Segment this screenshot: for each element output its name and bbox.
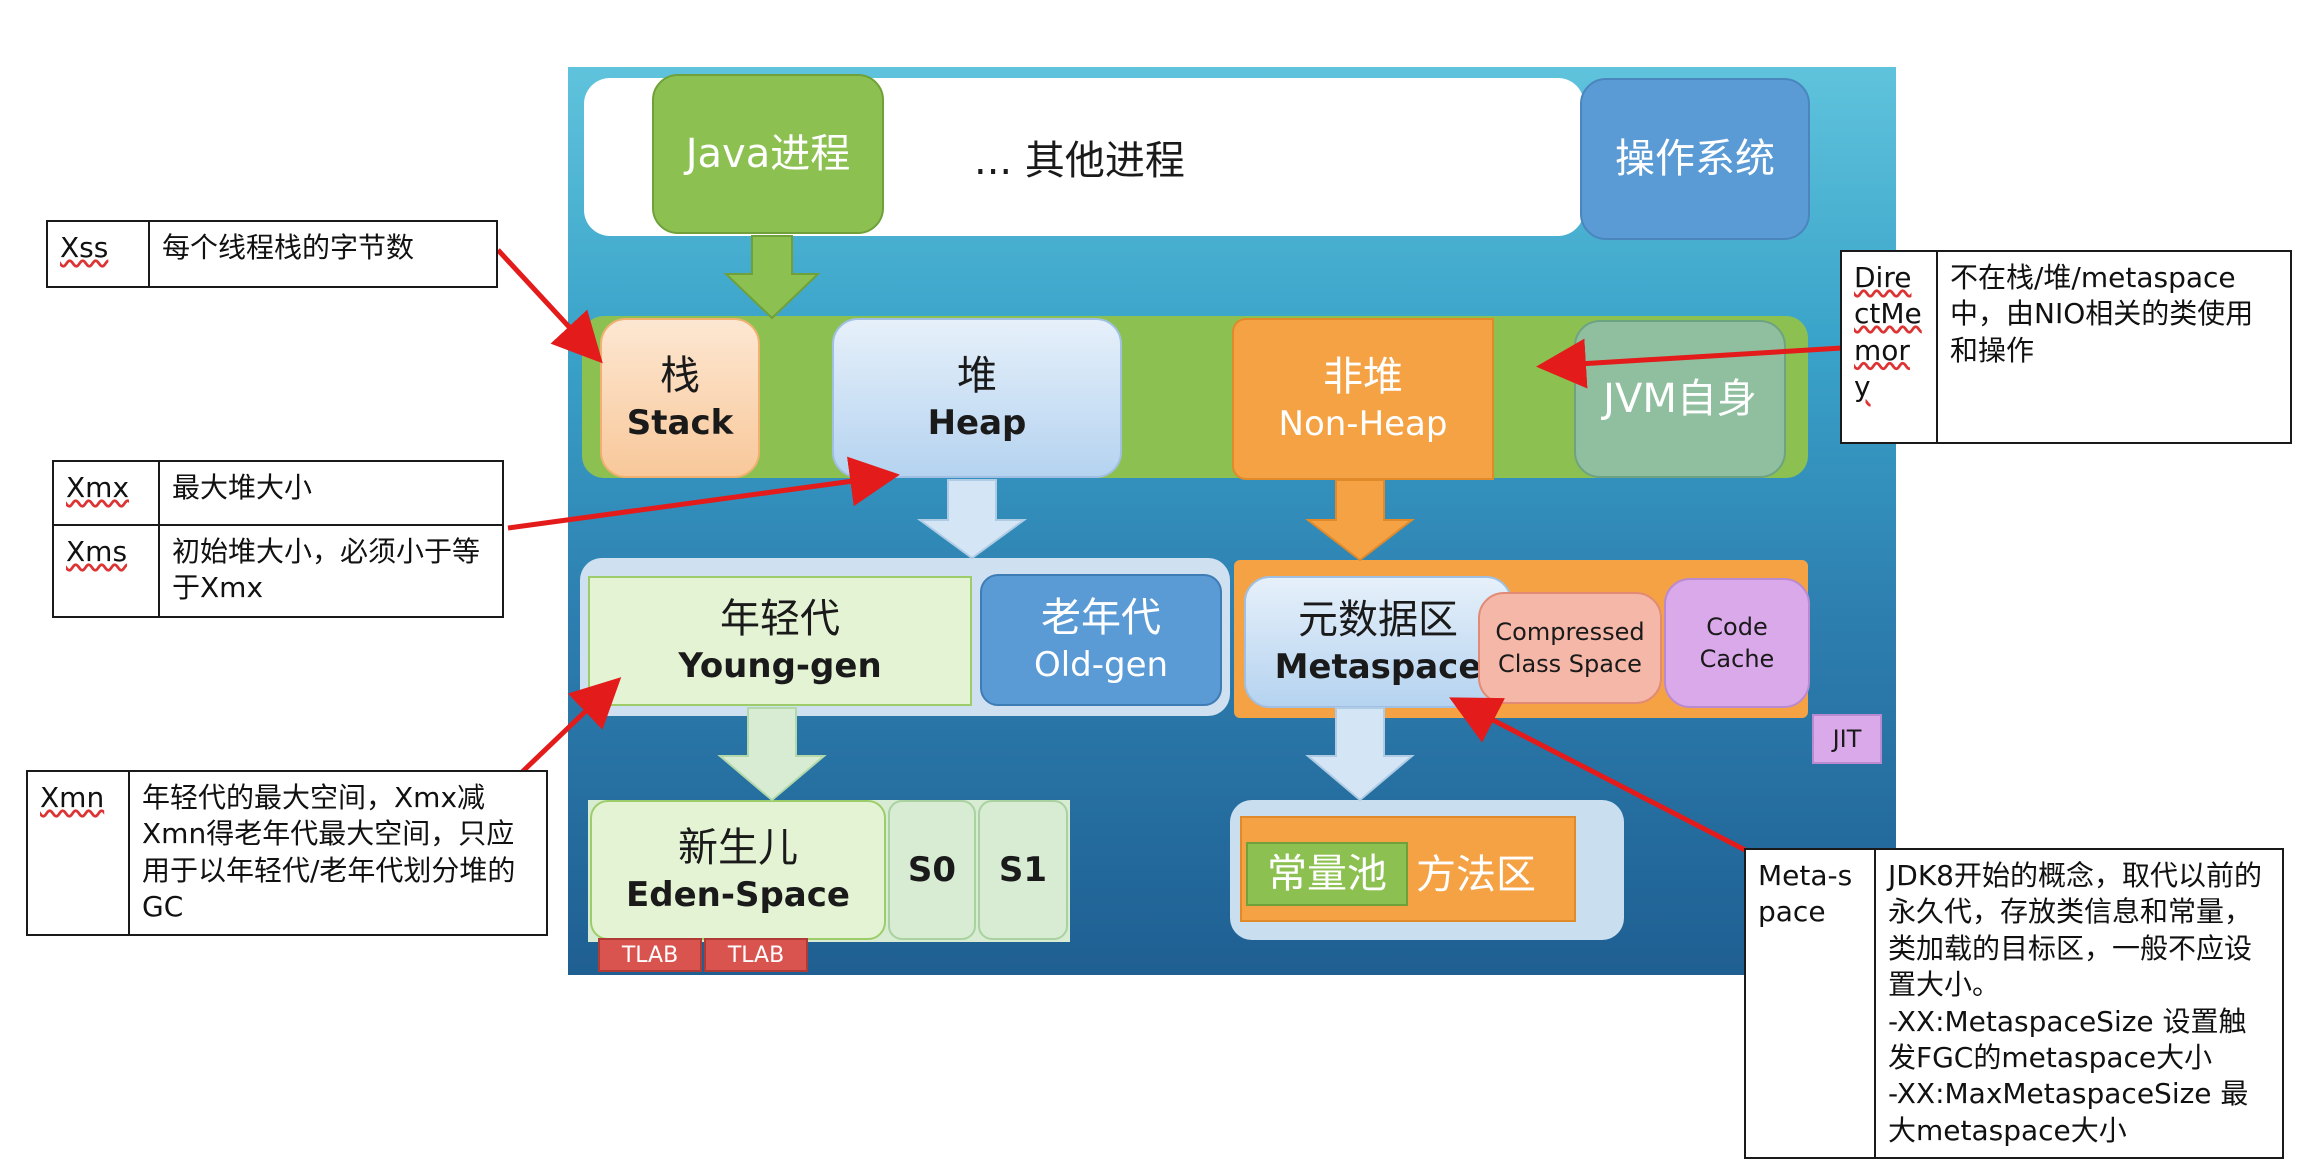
heap-cn-label: 堆 <box>957 352 997 399</box>
xss-key: Xss <box>60 231 109 264</box>
xss-desc: 每个线程栈的字节数 <box>162 231 415 264</box>
tlab-box-2: TLAB <box>704 938 808 972</box>
old-gen-en-label: Old-gen <box>1033 644 1169 685</box>
other-process-label: ... 其他进程 <box>974 138 1185 184</box>
old-gen-cn-label: 老年代 <box>1041 594 1161 641</box>
metaspace-en-label: Metaspace <box>1274 646 1482 687</box>
heap-en-label: Heap <box>927 402 1027 443</box>
direct-memory-desc: 不在栈/堆/metaspace中，由NIO相关的类使用和操作 <box>1950 261 2254 367</box>
os-box: 操作系统 <box>1580 78 1810 240</box>
method-area-label: 方法区 <box>1416 852 1536 898</box>
metaspace-key: Meta-space <box>1758 859 1853 929</box>
eden-space-box: 新生儿 Eden-Space <box>590 800 886 940</box>
s1-label: S1 <box>998 849 1048 890</box>
java-process-label: Java进程 <box>685 131 851 177</box>
xmx-key: Xmx <box>66 471 130 504</box>
s0-label: S0 <box>907 849 957 890</box>
young-gen-box: 年轻代 Young-gen <box>588 576 972 706</box>
xmn-key: Xmn <box>40 781 105 814</box>
stack-en-label: Stack <box>626 402 734 443</box>
jit-box: JIT <box>1812 714 1882 764</box>
jvm-self-box: JVM自身 <box>1574 320 1786 478</box>
metaspace-desc-3: -XX:MaxMetaspaceSize 最大metaspace大小 <box>1888 1077 2249 1147</box>
metaspace-note: Meta-space JDK8开始的概念，取代以前的永久代，存放类信息和常量，类… <box>1744 847 2284 1160</box>
s0-box: S0 <box>888 800 976 940</box>
jit-label: JIT <box>1832 724 1862 753</box>
nonheap-box: 非堆 Non-Heap <box>1232 318 1494 480</box>
tlab-box-1: TLAB <box>598 938 702 972</box>
java-process-box: Java进程 <box>652 74 884 234</box>
xms-desc: 初始堆大小，必须小于等于Xmx <box>172 535 481 605</box>
nonheap-en-label: Non-Heap <box>1278 403 1448 444</box>
metaspace-box: 元数据区 Metaspace <box>1244 576 1512 708</box>
tlab-1-label: TLAB <box>621 942 679 968</box>
tlab-2-label: TLAB <box>727 942 785 968</box>
direct-memory-key: DirectMemory <box>1854 261 1922 404</box>
metaspace-desc-1: JDK8开始的概念，取代以前的永久代，存放类信息和常量，类加载的目标区，一般不应… <box>1888 859 2262 1002</box>
stack-cn-label: 栈 <box>660 352 700 399</box>
xmn-desc: 年轻代的最大空间，Xmx减Xmn得老年代最大空间，只应用于以年轻代/老年代划分堆… <box>142 781 516 924</box>
s1-box: S1 <box>978 800 1068 940</box>
young-gen-en-label: Young-gen <box>678 645 882 686</box>
xmn-note: Xmn 年轻代的最大空间，Xmx减Xmn得老年代最大空间，只应用于以年轻代/老年… <box>26 770 548 936</box>
direct-memory-note: DirectMemory 不在栈/堆/metaspace中，由NIO相关的类使用… <box>1840 250 2292 444</box>
jvm-self-label: JVM自身 <box>1603 376 1757 422</box>
xms-key: Xms <box>66 535 128 568</box>
stack-box: 栈 Stack <box>600 318 760 478</box>
metaspace-cn-label: 元数据区 <box>1298 596 1458 643</box>
xmx-xms-note: Xmx 最大堆大小 Xms 初始堆大小，必须小于等于Xmx <box>52 460 504 618</box>
metaspace-desc-2: -XX:MetaspaceSize 设置触发FGC的metaspace大小 <box>1888 1004 2247 1074</box>
heap-box: 堆 Heap <box>832 318 1122 478</box>
xss-note: Xss 每个线程栈的字节数 <box>46 220 498 288</box>
os-label: 操作系统 <box>1615 136 1775 182</box>
constant-pool-label: 常量池 <box>1267 851 1387 897</box>
young-gen-cn-label: 年轻代 <box>720 595 840 642</box>
old-gen-box: 老年代 Old-gen <box>980 574 1222 706</box>
compressed-class-space-box: Compressed Class Space <box>1478 592 1662 704</box>
constant-pool-box: 常量池 <box>1246 842 1408 906</box>
code-cache-box: Code Cache <box>1664 578 1810 708</box>
xmx-desc: 最大堆大小 <box>172 471 313 504</box>
eden-cn-label: 新生儿 <box>678 824 798 871</box>
nonheap-cn-label: 非堆 <box>1323 353 1403 400</box>
eden-en-label: Eden-Space <box>626 874 850 915</box>
